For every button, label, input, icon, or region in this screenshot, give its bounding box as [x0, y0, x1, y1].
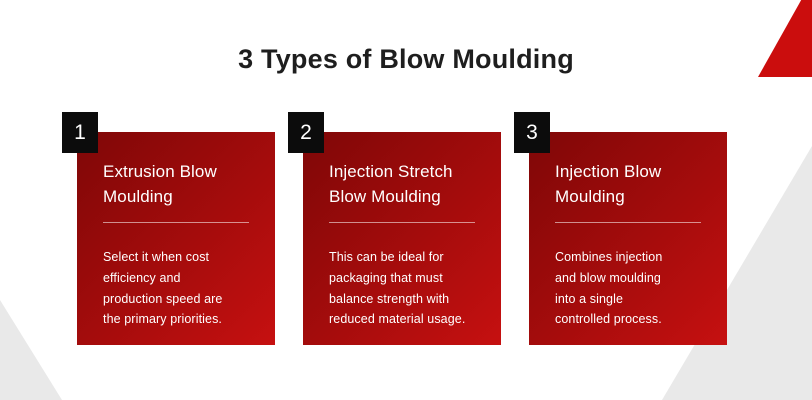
card-number-badge: 2 [288, 112, 324, 153]
card-number-badge: 3 [514, 112, 550, 153]
card-description: Combines injection and blow moulding int… [555, 250, 663, 327]
page-title: 3 Types of Blow Moulding [238, 44, 574, 74]
card-title: Injection Stretch Blow Moulding [329, 162, 453, 206]
card-description: Select it when cost efficiency and produ… [103, 250, 223, 327]
card-divider [555, 222, 701, 224]
card-injection-blow-moulding: 3 Injection Blow Moulding Combines injec… [514, 112, 727, 345]
card-description: This can be ideal for packaging that mus… [329, 250, 466, 327]
card-number-badge: 1 [62, 112, 98, 153]
corner-triangle-bottom-left-icon [0, 300, 62, 400]
card-title: Injection Blow Moulding [555, 162, 662, 206]
card-injection-stretch-blow-moulding: 2 Injection Stretch Blow Moulding This c… [288, 112, 501, 345]
card-divider [103, 222, 249, 224]
card-title: Extrusion Blow Moulding [103, 162, 217, 206]
card-divider [329, 222, 475, 224]
card-extrusion-blow-moulding: 1 Extrusion Blow Moulding Select it when… [62, 112, 275, 345]
